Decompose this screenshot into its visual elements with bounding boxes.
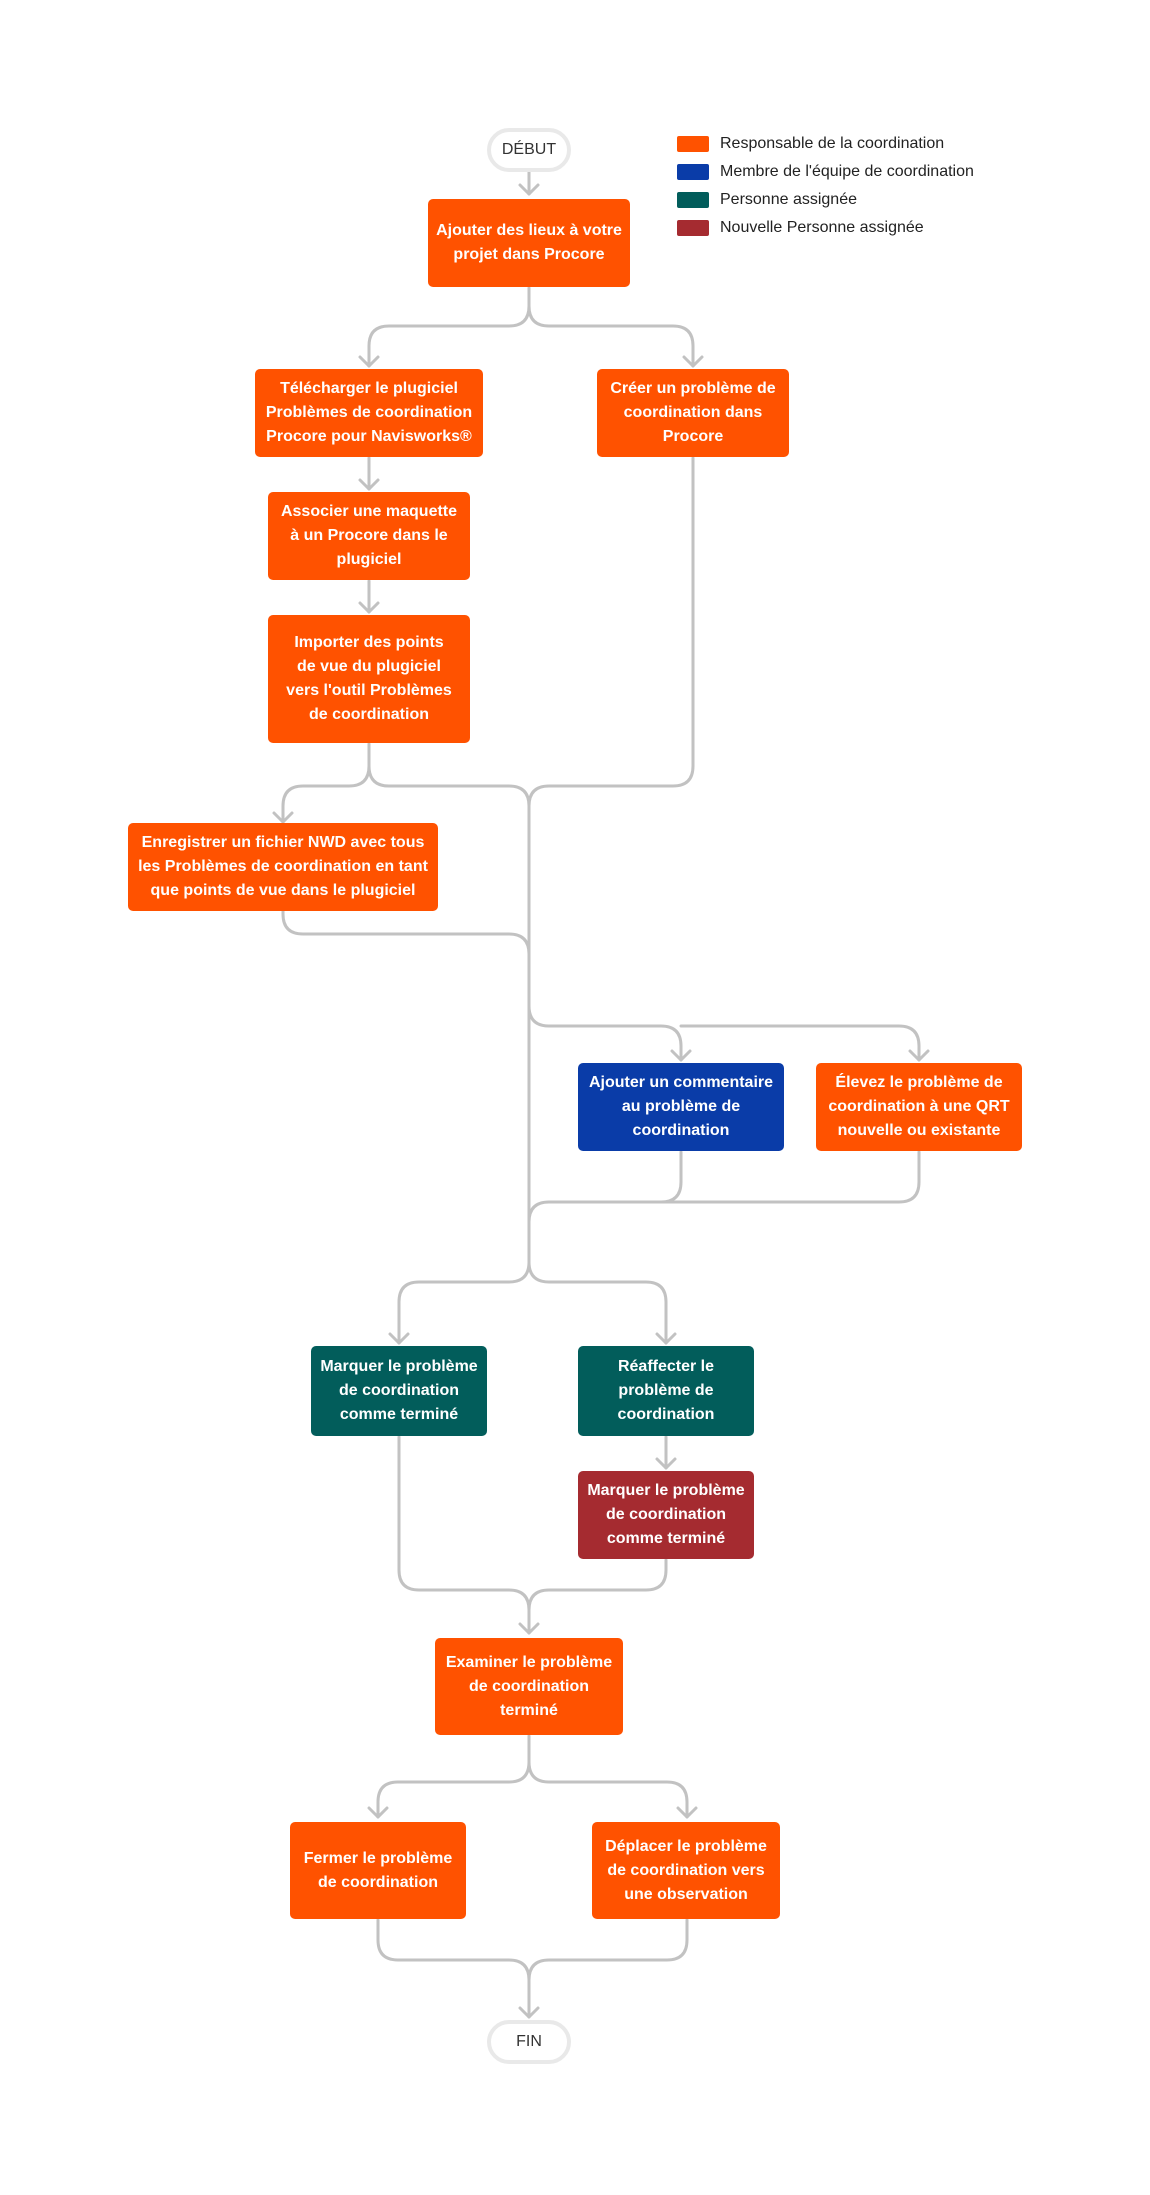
connector-split-mark: [397, 1260, 531, 1345]
step-close-issue: Fermer le problème de coordination: [290, 1822, 466, 1919]
arrowhead: [367, 1806, 389, 1819]
connector-split-2: [527, 304, 695, 368]
legend-swatch: [677, 192, 709, 208]
step-mark-complete: Marquer le problème de coordination comm…: [311, 1346, 487, 1436]
legend: Responsable de la coordination Membre de…: [677, 130, 974, 242]
arrowhead: [272, 811, 294, 824]
legend-swatch: [677, 164, 709, 180]
start-node: DÉBUT: [487, 128, 571, 172]
connector-review-split-right: [527, 1760, 689, 1819]
step-escalate-rfi: Élevez le problème de coordination à une…: [816, 1063, 1022, 1151]
arrowhead: [908, 1049, 930, 1062]
legend-item-new-assignee: Nouvelle Personne assignée: [677, 214, 974, 242]
step-add-comment: Ajouter un commentaire au problème de co…: [578, 1063, 784, 1151]
legend-swatch: [677, 220, 709, 236]
legend-label: Nouvelle Personne assignée: [720, 219, 924, 236]
connector-escalate-down: [547, 1150, 921, 1204]
arrowhead: [655, 1457, 677, 1470]
connector-move-to-end: [527, 1918, 689, 1982]
arrowhead: [676, 1806, 698, 1819]
step-move-observation: Déplacer le problème de coordination ver…: [592, 1822, 780, 1919]
connector-trunk-to-escalate: [679, 1024, 921, 1062]
legend-item-assignee: Personne assignée: [677, 186, 974, 214]
connector-import-to-trunk: [367, 764, 683, 1062]
step-import-viewpoints: Importer des points de vue du plugiciel …: [268, 615, 470, 743]
connector-create-to-trunk: [527, 456, 695, 808]
step-download-plugin: Télécharger le plugiciel Problèmes de co…: [255, 369, 483, 457]
connector-split-reassign: [527, 1260, 668, 1345]
arrowhead: [518, 1622, 540, 1635]
arrowhead: [358, 601, 380, 614]
connector-close-to-end: [376, 1918, 531, 2019]
legend-item-coordination-lead: Responsable de la coordination: [677, 130, 974, 158]
legend-label: Membre de l'équipe de coordination: [720, 163, 974, 180]
connector-save-to-trunk: [281, 908, 531, 956]
legend-label: Personne assignée: [720, 191, 857, 208]
step-create-issue: Créer un problème de coordination dans P…: [597, 369, 789, 457]
arrowhead: [682, 355, 704, 368]
arrowhead: [518, 2006, 540, 2019]
connector-comment-down: [527, 1150, 683, 1224]
connector-mark-to-review: [397, 1435, 531, 1635]
arrowhead: [518, 183, 540, 196]
connector-import-down: [281, 742, 371, 824]
arrowhead: [358, 355, 380, 368]
step-mark-complete-new: Marquer le problème de coordination comm…: [578, 1471, 754, 1559]
arrowhead: [655, 1332, 677, 1345]
step-associate-model: Associer une maquette à un Procore dans …: [268, 492, 470, 580]
connector-mark-new-to-review: [527, 1558, 668, 1612]
legend-swatch: [677, 136, 709, 152]
step-add-locations: Ajouter des lieux à votre projet dans Pr…: [428, 199, 630, 287]
legend-item-team-member: Membre de l'équipe de coordination: [677, 158, 974, 186]
end-node: FIN: [487, 2020, 571, 2064]
arrowhead: [388, 1332, 410, 1345]
arrowhead: [670, 1049, 692, 1062]
step-review-complete: Examiner le problème de coordination ter…: [435, 1638, 623, 1735]
connector-review-split-left: [376, 1734, 531, 1819]
step-save-nwd: Enregistrer un fichier NWD avec tous les…: [128, 823, 438, 911]
step-reassign: Réaffecter le problème de coordination: [578, 1346, 754, 1436]
connector-split-1: [367, 286, 531, 368]
legend-label: Responsable de la coordination: [720, 135, 945, 152]
arrowhead: [358, 478, 380, 491]
